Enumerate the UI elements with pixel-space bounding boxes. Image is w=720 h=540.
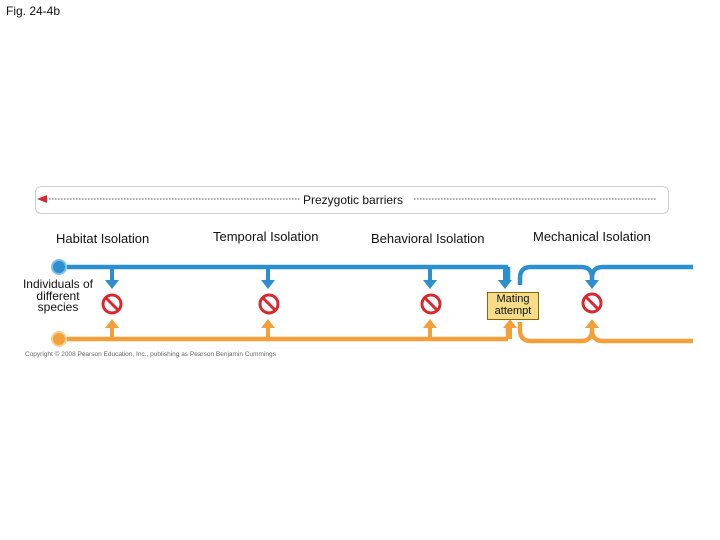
species-blue-circle-icon: [51, 259, 67, 275]
species-orange-circle-icon: [51, 331, 67, 347]
prohibition-icon: [101, 293, 123, 315]
orange-up-arrows: [105, 319, 599, 339]
copyright-notice: Copyright © 2008 Pearson Education, Inc.…: [25, 351, 276, 358]
barrier-title: Prezygotic barriers: [300, 193, 407, 207]
header-behavioral-isolation: Behavioral Isolation: [371, 231, 485, 246]
header-temporal-isolation: Temporal Isolation: [213, 229, 319, 244]
mating-attempt-callout: Mating attempt: [487, 292, 539, 320]
blue-down-arrows: [105, 267, 599, 289]
header-habitat-isolation: Habitat Isolation: [56, 231, 150, 246]
species-label: Individuals of different species: [22, 277, 94, 314]
prohibition-icon: [581, 292, 603, 314]
blue-branch-line: [517, 264, 693, 285]
figure-label: Fig. 24-4b: [6, 4, 61, 18]
orange-branch-line: [517, 322, 693, 344]
prohibition-icon: [420, 293, 442, 315]
prohibition-icon: [258, 293, 280, 315]
header-mechanical-isolation: Mechanical Isolation: [533, 229, 651, 244]
left-arrow-icon: [37, 195, 47, 203]
